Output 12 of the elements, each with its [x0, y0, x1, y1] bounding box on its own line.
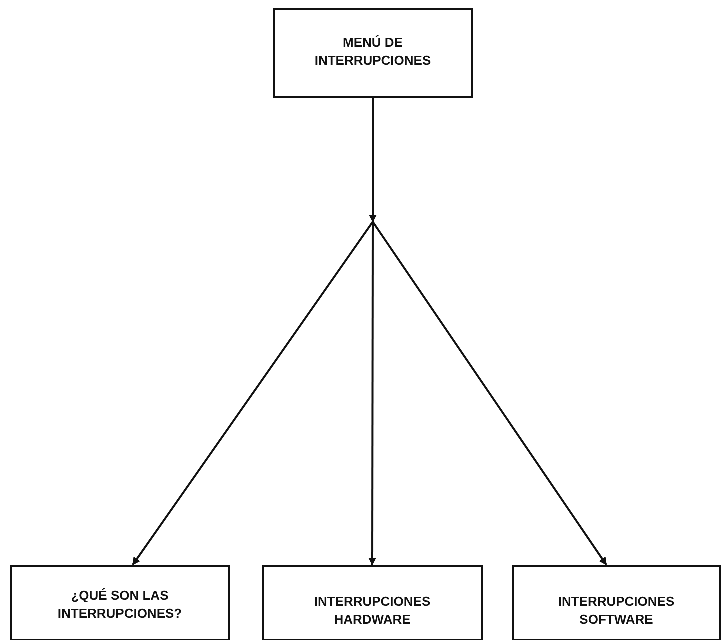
arrow: [368, 222, 376, 566]
menu-box: [10, 565, 230, 640]
box-label: ¿QUÉ SON LAS INTERRUPCIONES?: [56, 587, 184, 623]
menu-box: [273, 8, 473, 98]
menu-box: [262, 565, 483, 640]
box-label: INTERRUPCIONES HARDWARE: [313, 593, 432, 629]
arrow: [372, 221, 608, 566]
box-label: MENÚ DE INTERRUPCIONES: [314, 34, 432, 70]
arrow: [132, 221, 374, 566]
menu-box: [512, 565, 721, 640]
box-label: INTERRUPCIONES SOFTWARE: [557, 593, 676, 629]
arrow: [369, 98, 377, 223]
